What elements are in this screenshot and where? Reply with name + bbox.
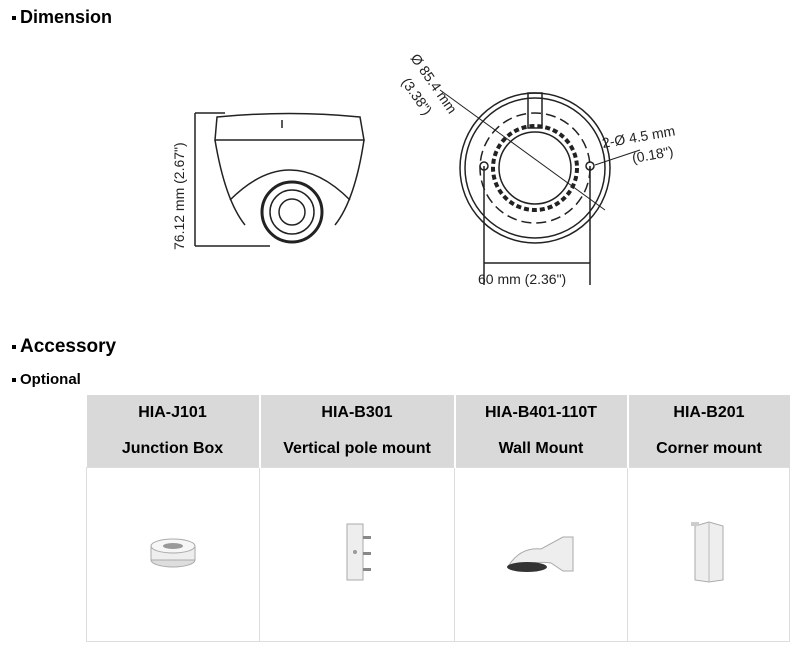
- item-name: Junction Box: [121, 440, 224, 457]
- model: HIA-J101: [138, 404, 207, 421]
- item-name: Vertical pole mount: [283, 440, 431, 457]
- corner-mount-image: [627, 467, 790, 642]
- model: HIA-B301: [321, 404, 393, 421]
- model: HIA-B201: [673, 404, 745, 421]
- dimension-title: Dimension: [20, 7, 113, 27]
- item-name: Corner mount: [656, 440, 762, 457]
- spacing-label: 60 mm (2.36"): [478, 271, 566, 287]
- junction-box-image: [86, 467, 260, 642]
- col-wall-mount: HIA-B401-110T Wall Mount: [454, 395, 629, 468]
- hole-inch-label: (0.18"): [631, 143, 675, 166]
- height-label: 76.12 mm (2.67"): [171, 142, 187, 250]
- dimension-drawing: 76.12 mm (2.67") Ø 85.4 mm (3.38") 2-Ø 4…: [171, 51, 676, 287]
- model: HIA-B401-110T: [484, 404, 598, 421]
- optional-heading: Optional: [12, 371, 81, 388]
- accessory-heading: Accessory: [12, 336, 116, 358]
- table-image-row: [86, 467, 790, 642]
- pole-mount-image: [259, 467, 455, 642]
- accessory-title: Accessory: [20, 336, 117, 357]
- dimension-heading: Dimension: [12, 7, 112, 28]
- optional-title: Optional: [20, 371, 81, 388]
- item-name: Wall Mount: [498, 440, 584, 457]
- wall-mount-image: [454, 467, 628, 642]
